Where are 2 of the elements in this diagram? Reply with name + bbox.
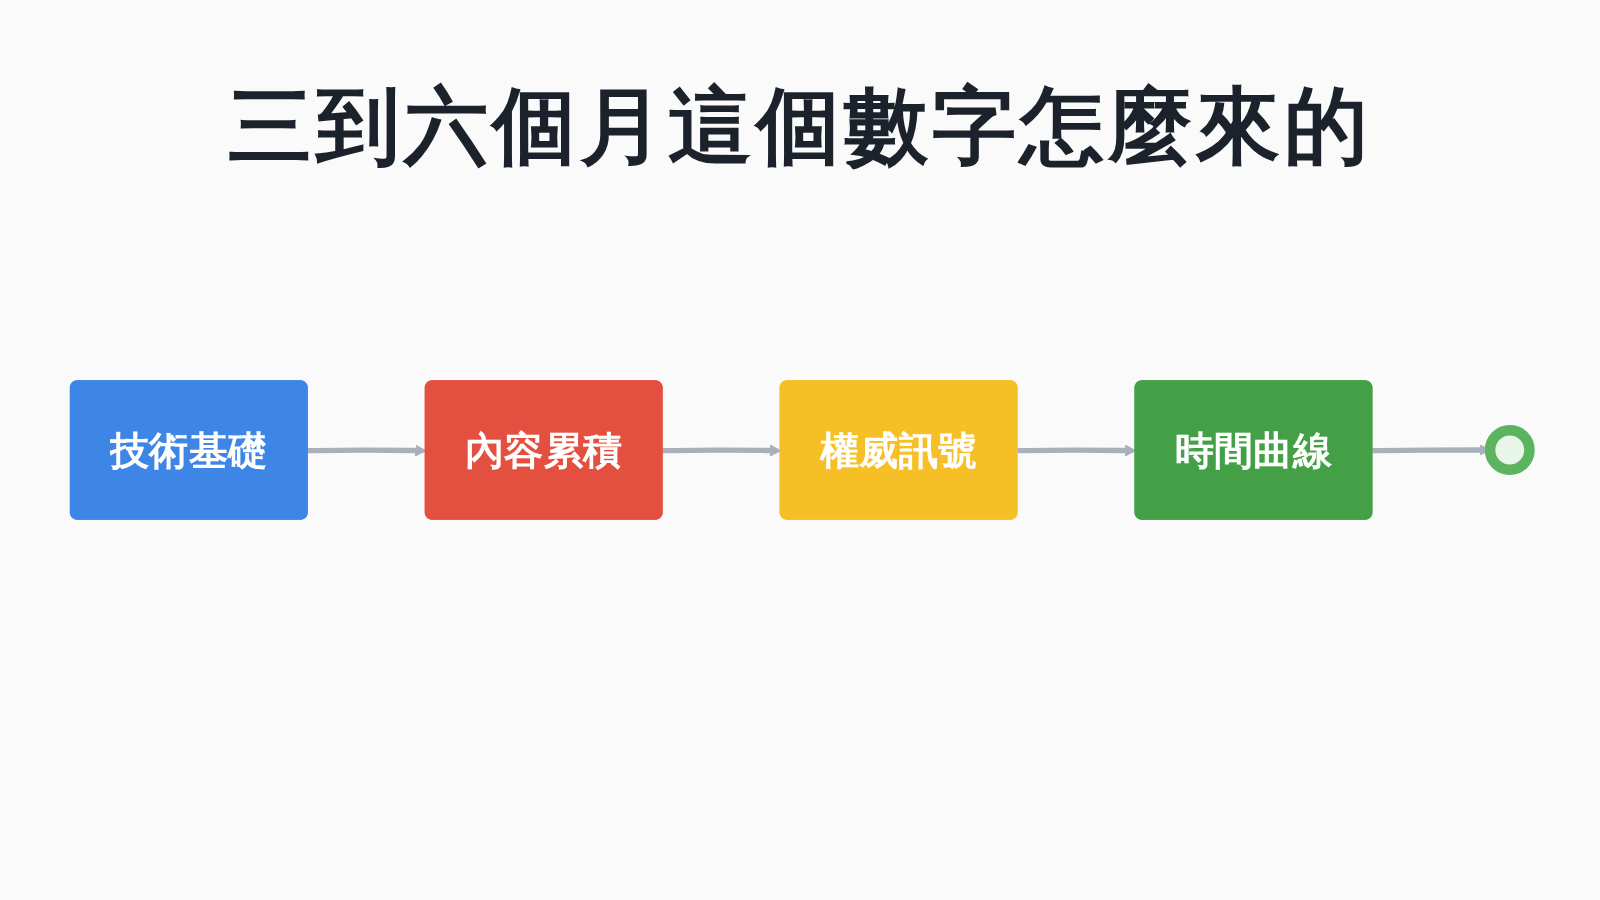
title: 三到六個月這個數字怎麼來的: [228, 76, 1372, 177]
node-circle: [1484, 425, 1535, 475]
